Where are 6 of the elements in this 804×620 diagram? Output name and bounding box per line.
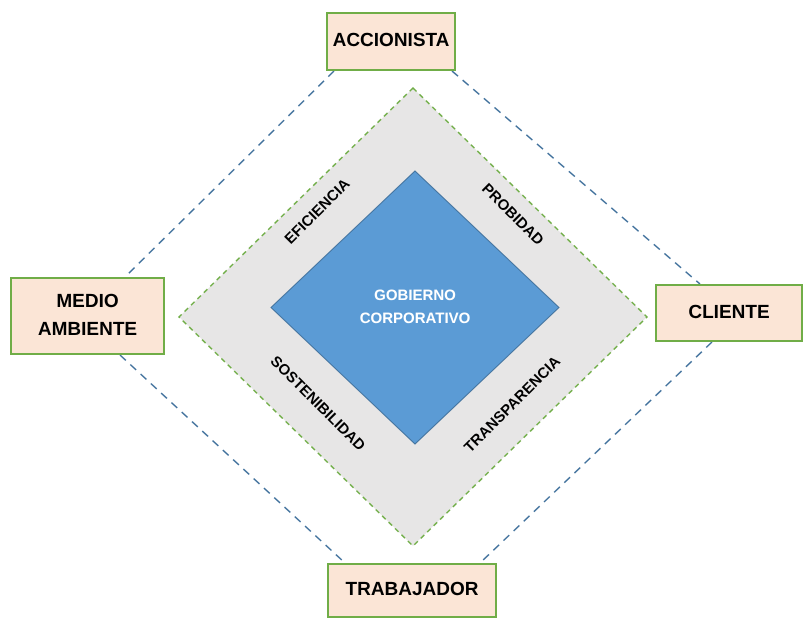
dashed-connector (452, 70, 700, 285)
stakeholder-box: CLIENTE (655, 284, 803, 342)
stakeholder-box: TRABAJADOR (327, 563, 497, 618)
stakeholder-box: ACCIONISTA (326, 12, 456, 71)
stakeholder-box: MEDIO AMBIENTE (10, 277, 165, 355)
core-label: GOBIERNO CORPORATIVO (358, 286, 472, 328)
